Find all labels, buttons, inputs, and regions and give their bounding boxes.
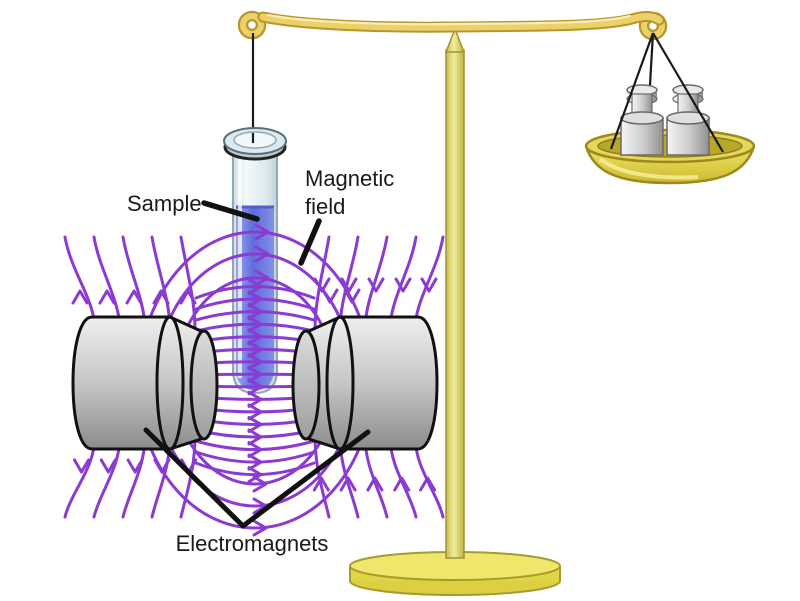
right-magnet-pole-face: [291, 329, 321, 441]
pointer-line-electromagnets: [143, 427, 371, 529]
label-sample: Sample: [127, 191, 202, 216]
pan-string-right: [652, 32, 724, 153]
balance-pan: [584, 32, 756, 185]
weight-left: [620, 84, 664, 156]
electromagnet-right: [291, 315, 439, 451]
pointer-line-magnetic-field: [298, 218, 322, 266]
balance-base: [349, 551, 561, 596]
pan-string-left: [609, 32, 655, 150]
pointer-line-sample: [201, 200, 260, 222]
right-magnet-collar: [325, 315, 355, 451]
label-magnetic-field-line2: field: [305, 194, 345, 219]
balance-beam: [237, 10, 668, 41]
balance-post: [444, 26, 466, 559]
pointer-lines: [143, 200, 371, 529]
left-magnet-collar: [155, 315, 185, 451]
labels: Sample Magnetic field Electromagnets: [127, 166, 394, 556]
left-magnet-pole-face: [189, 329, 219, 441]
label-electromagnets: Electromagnets: [176, 531, 329, 556]
label-magnetic-field-line1: Magnetic: [305, 166, 394, 191]
tube-mouth: [233, 131, 277, 149]
electromagnet-left: [71, 315, 219, 451]
weight-right: [666, 84, 710, 156]
